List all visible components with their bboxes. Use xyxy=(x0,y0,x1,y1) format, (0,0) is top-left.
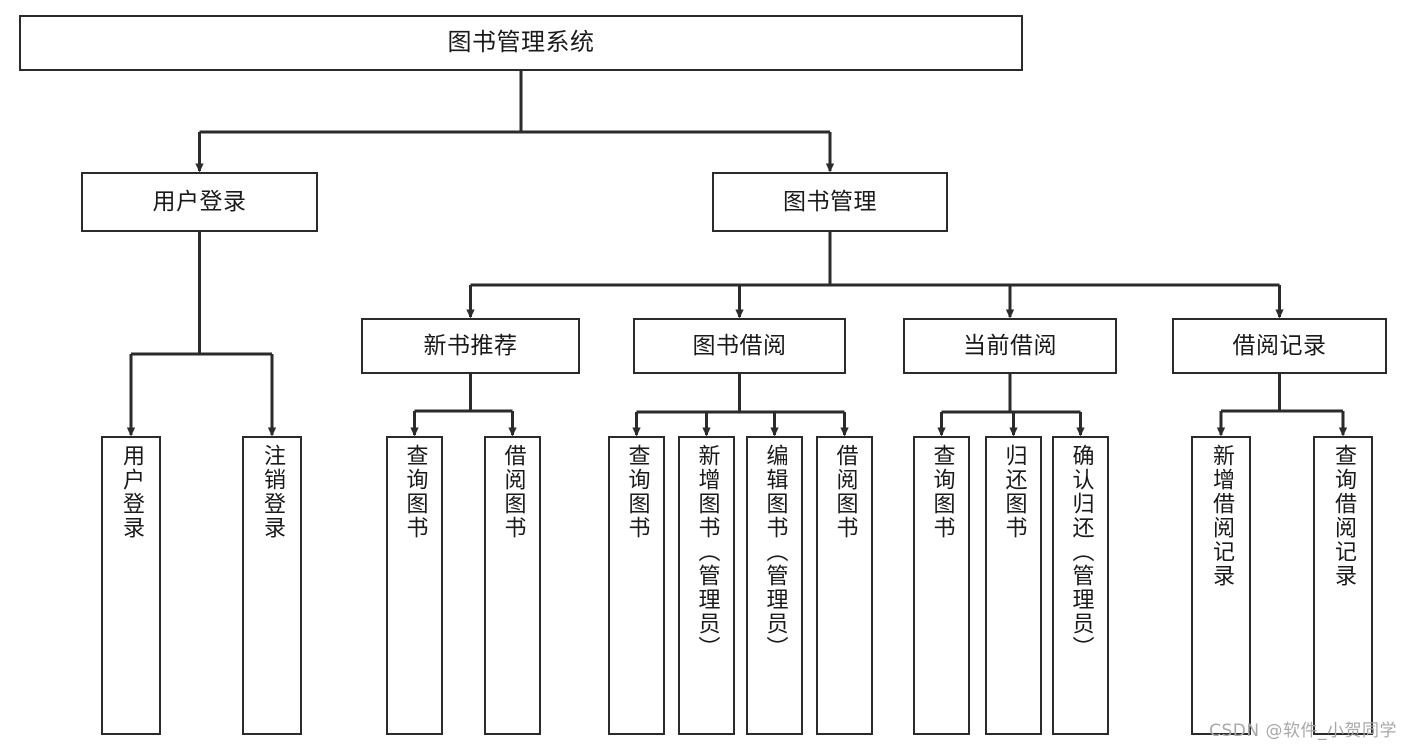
node-c-return[interactable]: 归还图书 xyxy=(985,436,1042,735)
node-current[interactable]: 当前借阅 xyxy=(903,318,1117,374)
node-r-query[interactable]: 查询借阅记录 xyxy=(1313,436,1373,735)
node-b-query[interactable]: 查询图书 xyxy=(608,436,665,735)
node-label-r-query: 查询借阅记录 xyxy=(1330,444,1356,588)
node-l-logout[interactable]: 注销登录 xyxy=(242,436,302,735)
node-label-n-borrow: 借阅图书 xyxy=(500,444,526,540)
node-newbook[interactable]: 新书推荐 xyxy=(361,318,580,374)
node-records[interactable]: 借阅记录 xyxy=(1172,318,1387,374)
node-label-bookmgmt: 图书管理 xyxy=(783,188,877,215)
node-label-c-confirm: 确认归还（管理员） xyxy=(1068,444,1094,660)
node-n-borrow[interactable]: 借阅图书 xyxy=(484,436,541,735)
node-label-l-logout: 注销登录 xyxy=(259,444,285,540)
node-label-current: 当前借阅 xyxy=(963,332,1057,359)
node-label-l-login: 用户登录 xyxy=(118,444,144,540)
node-label-b-add: 新增图书（管理员） xyxy=(694,444,720,660)
node-label-c-query: 查询图书 xyxy=(929,444,955,540)
node-label-records: 借阅记录 xyxy=(1232,332,1327,359)
node-label-login: 用户登录 xyxy=(152,188,247,215)
node-label-b-query: 查询图书 xyxy=(624,444,650,540)
node-root[interactable]: 图书管理系统 xyxy=(19,15,1023,71)
node-b-edit[interactable]: 编辑图书（管理员） xyxy=(746,436,803,735)
node-label-n-query: 查询图书 xyxy=(402,444,428,540)
node-label-borrow: 图书借阅 xyxy=(692,332,787,359)
node-label-newbook: 新书推荐 xyxy=(423,332,518,359)
node-b-add[interactable]: 新增图书（管理员） xyxy=(678,436,735,735)
node-label-root: 图书管理系统 xyxy=(447,28,595,57)
node-label-b-edit: 编辑图书（管理员） xyxy=(762,444,788,660)
node-bookmgmt[interactable]: 图书管理 xyxy=(712,172,948,232)
node-c-query[interactable]: 查询图书 xyxy=(913,436,970,735)
node-login[interactable]: 用户登录 xyxy=(81,172,318,232)
node-b-lend[interactable]: 借阅图书 xyxy=(816,436,873,735)
node-label-b-lend: 借阅图书 xyxy=(832,444,858,540)
node-n-query[interactable]: 查询图书 xyxy=(386,436,443,735)
node-borrow[interactable]: 图书借阅 xyxy=(633,318,846,374)
node-l-login[interactable]: 用户登录 xyxy=(101,436,161,735)
node-label-r-add: 新增借阅记录 xyxy=(1208,444,1234,588)
watermark-text: CSDN @软件_小贺同学 xyxy=(1209,721,1397,741)
node-label-c-return: 归还图书 xyxy=(1001,444,1027,540)
node-r-add[interactable]: 新增借阅记录 xyxy=(1191,436,1251,735)
node-c-confirm[interactable]: 确认归还（管理员） xyxy=(1052,436,1109,735)
